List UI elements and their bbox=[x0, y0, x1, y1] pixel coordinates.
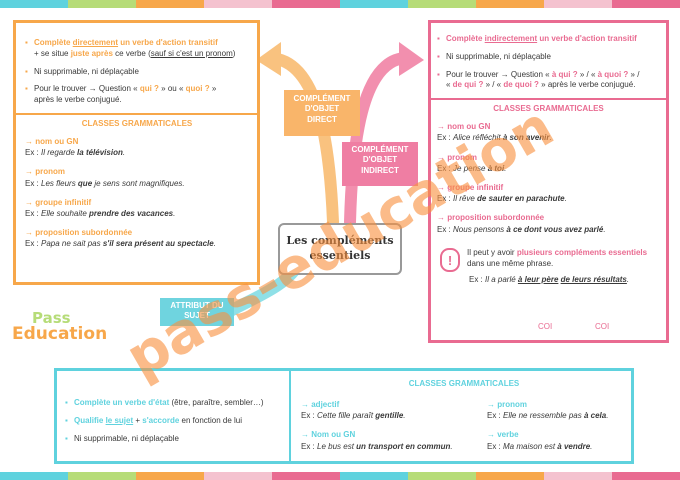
bottom-color-stripe bbox=[0, 472, 680, 480]
pass-education-logo: Pass Education bbox=[12, 309, 108, 344]
cod-box: ▪Complète directement un verbe d'action … bbox=[13, 20, 260, 285]
attribut-classes-title: CLASSES GRAMMATICALES bbox=[408, 379, 520, 388]
attribut-rule-2: ▪Qualifie le sujet + s'accorde en foncti… bbox=[65, 415, 243, 425]
coi-label-2: COI bbox=[595, 322, 610, 331]
coi-classes-title: CLASSES GRAMMATICALES bbox=[493, 104, 604, 114]
coi-divider bbox=[431, 98, 666, 101]
coi-note: ! Il peut y avoir plusieurs compléments … bbox=[437, 247, 660, 272]
cod-rule-3: ▪Pour le trouver → Question « qui ? » ou… bbox=[25, 84, 217, 105]
cod-arrowhead bbox=[256, 42, 281, 76]
attribut-rule-3: ▪Ni supprimable, ni déplaçable bbox=[65, 433, 179, 443]
attribut-divider bbox=[289, 371, 291, 461]
coi-box: ▪Complète indirectement un verbe d'actio… bbox=[428, 20, 669, 343]
arrow-to-cod bbox=[264, 52, 339, 228]
coi-arrowhead bbox=[399, 42, 424, 76]
cod-classes-title: CLASSES GRAMMATICALES bbox=[81, 118, 193, 128]
cod-divider bbox=[16, 112, 257, 115]
arrow-to-coi bbox=[344, 52, 416, 228]
cod-rules: ▪Complète directement un verbe d'action … bbox=[16, 23, 257, 106]
coi-rule-1: ▪Complète indirectement un verbe d'actio… bbox=[437, 34, 637, 43]
warning-icon: ! bbox=[440, 247, 460, 272]
cod-rule-1: ▪Complète directement un verbe d'action … bbox=[25, 38, 236, 58]
coi-note-example: Ex : Il a parlé à leur père de leurs rés… bbox=[469, 275, 630, 285]
coi-label-1: COI bbox=[538, 322, 553, 331]
cod-rule-2: ▪Ni supprimable, ni déplaçable bbox=[25, 66, 139, 76]
coi-rule-3: ▪Pour le trouver → Question « à qui ? » … bbox=[437, 69, 640, 90]
attribut-rules: ▪Complète un verbe d'état (être, paraîtr… bbox=[65, 398, 290, 451]
attribut-rule-1: ▪Complète un verbe d'état (être, paraîtr… bbox=[65, 398, 264, 407]
coi-rule-2: ▪Ni supprimable, ni déplaçable bbox=[437, 51, 551, 61]
coi-rules: ▪Complète indirectement un verbe d'actio… bbox=[431, 23, 666, 91]
attribut-box: ▪Complète un verbe d'état (être, paraîtr… bbox=[54, 368, 634, 464]
top-color-stripe bbox=[0, 0, 680, 8]
svg-text:!: ! bbox=[448, 253, 452, 268]
